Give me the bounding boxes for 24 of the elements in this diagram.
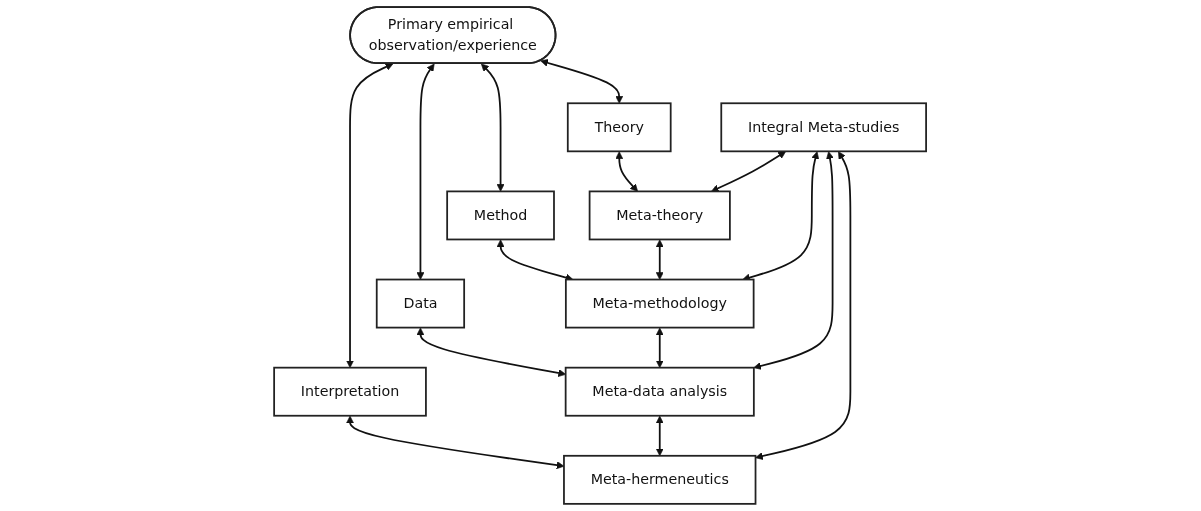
node-box: Meta-methodology [565, 278, 755, 329]
node-box: Theory [567, 102, 672, 153]
arrow [416, 63, 435, 280]
node-box: Method [446, 190, 556, 241]
node-box: Meta-data analysis [565, 366, 756, 417]
arrow [656, 327, 665, 368]
arrow [497, 239, 574, 282]
arrow [615, 151, 639, 192]
node-box: Meta-hermeneutics [563, 454, 757, 505]
arrow [656, 415, 665, 457]
arrow [346, 415, 565, 470]
node-box: Data [376, 278, 466, 329]
node-box: Meta-theory [589, 190, 732, 241]
arrow [416, 327, 567, 377]
arrow [711, 151, 787, 192]
arrow [742, 151, 820, 282]
arrow [346, 63, 394, 368]
arrow [753, 151, 835, 370]
arrow [481, 63, 505, 192]
arrow [540, 59, 624, 104]
arrow [656, 239, 665, 280]
arrow [755, 151, 852, 460]
node-box: Interpretation [273, 366, 428, 417]
node-box: Integral Meta-studies [720, 102, 928, 153]
